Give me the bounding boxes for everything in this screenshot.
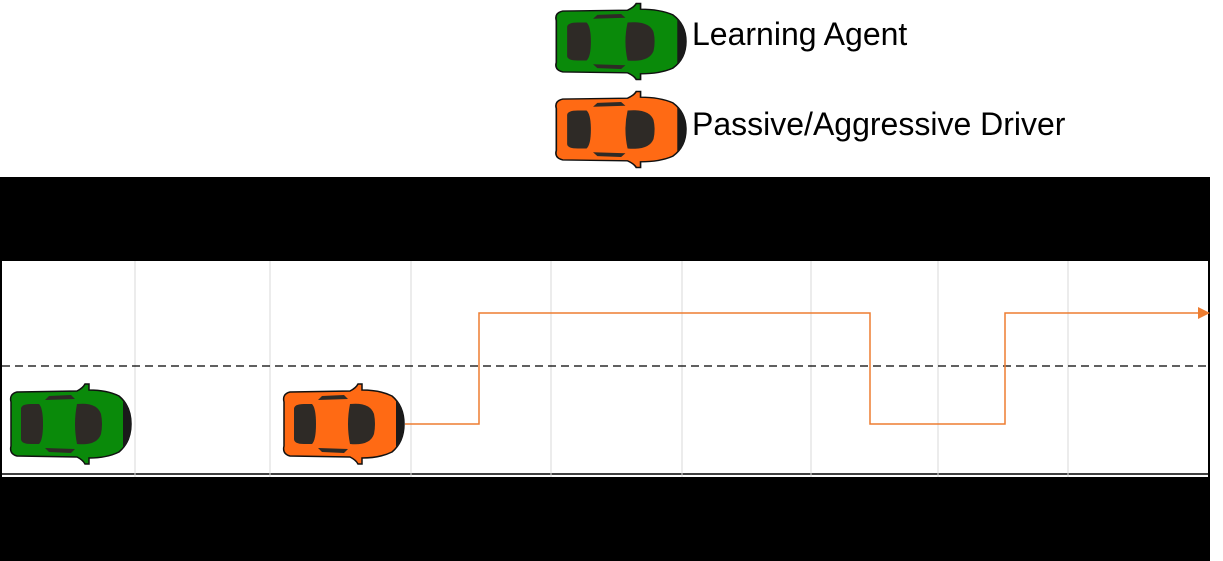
road-right-edge (1208, 261, 1210, 477)
learning-agent-car-icon (9, 383, 132, 465)
road-left-edge (0, 261, 2, 477)
legend-label-learning-agent: Learning Agent (692, 16, 908, 52)
passive-aggressive-car-icon (282, 383, 405, 465)
legend-label-passive-aggressive: Passive/Aggressive Driver (692, 106, 1066, 142)
arrow-head-icon (1198, 307, 1210, 319)
legend-car-passive-aggressive-icon (555, 90, 687, 169)
road-top-barrier (0, 177, 1210, 261)
grid-lines (134, 261, 1069, 477)
road-bottom-barrier (0, 477, 1210, 561)
trajectory-path (405, 312, 1198, 425)
legend-car-learning-agent-icon (555, 2, 687, 81)
